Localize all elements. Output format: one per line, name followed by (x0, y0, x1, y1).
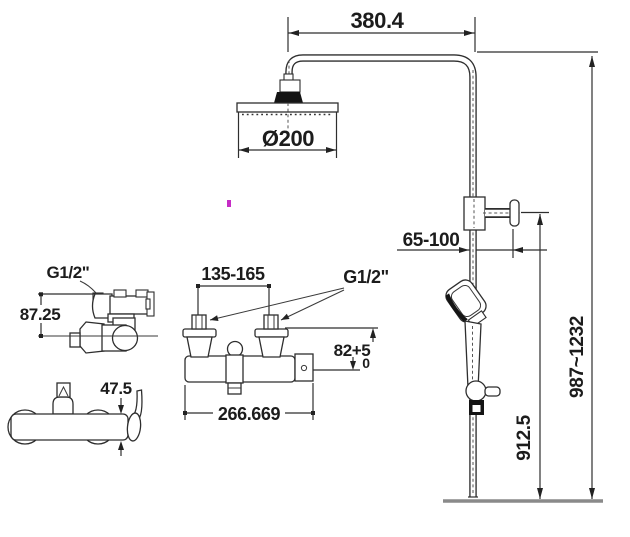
slide-holder (465, 380, 501, 415)
rain-shower-head (236, 73, 339, 131)
label-inlet-spacing: 135-165 (201, 264, 265, 284)
holder-ring (465, 380, 487, 402)
dim-outlet (285, 327, 378, 371)
mixer-end-cap (126, 412, 142, 442)
label-outlet-dim: 82+5 (334, 341, 371, 360)
side-view-mixer (38, 280, 158, 354)
side-mixer-joint (111, 324, 139, 352)
arm-nut (279, 79, 301, 93)
label-outlet-tol: 0 (362, 355, 370, 371)
wall-bracket (463, 196, 520, 231)
hand-shower (445, 279, 487, 390)
dim-column-height (521, 211, 549, 499)
head-collar (274, 92, 303, 103)
label-body-height: 47.5 (100, 379, 132, 398)
leader-thread-side (79, 280, 97, 294)
diverter-knob (56, 382, 71, 398)
label-head-diameter: Ø200 (262, 126, 314, 151)
holder-clamp-slot (472, 405, 481, 412)
leader-thread-inlets (209, 287, 345, 321)
front-view-mixer (7, 382, 143, 445)
dim-inlet-spacing (196, 284, 271, 315)
artifact-dot (227, 200, 231, 207)
diverter-base (52, 396, 74, 415)
dim-head-diameter (237, 112, 338, 158)
hand-shower-face (445, 293, 468, 322)
dim-body-height (118, 398, 124, 456)
label-wall-distance: 65-100 (403, 230, 460, 251)
label-overall-height: 987~1232 (567, 316, 588, 398)
wall-flange (509, 199, 520, 227)
dim-arm-length (287, 17, 476, 52)
mixer-outlet-block (294, 353, 314, 382)
dim-side-offset (38, 292, 95, 338)
label-arm-length: 380.4 (350, 8, 404, 33)
label-side-offset: 87.25 (20, 305, 61, 324)
diverter-knob-rear (226, 340, 244, 358)
holder-knob (484, 386, 501, 397)
dim-overall-height (477, 51, 598, 499)
rear-view-mixer (182, 314, 314, 395)
dim-body-length (183, 383, 315, 420)
label-column-height: 912.5 (514, 414, 535, 460)
inlet-nut-right (263, 314, 279, 330)
label-thread-inlets: G1/2" (343, 267, 389, 287)
inlet-nut-left (191, 314, 207, 330)
label-body-length: 266.669 (218, 404, 281, 424)
mixer-body-front (10, 413, 129, 441)
label-thread-side: G1/2" (47, 263, 90, 282)
